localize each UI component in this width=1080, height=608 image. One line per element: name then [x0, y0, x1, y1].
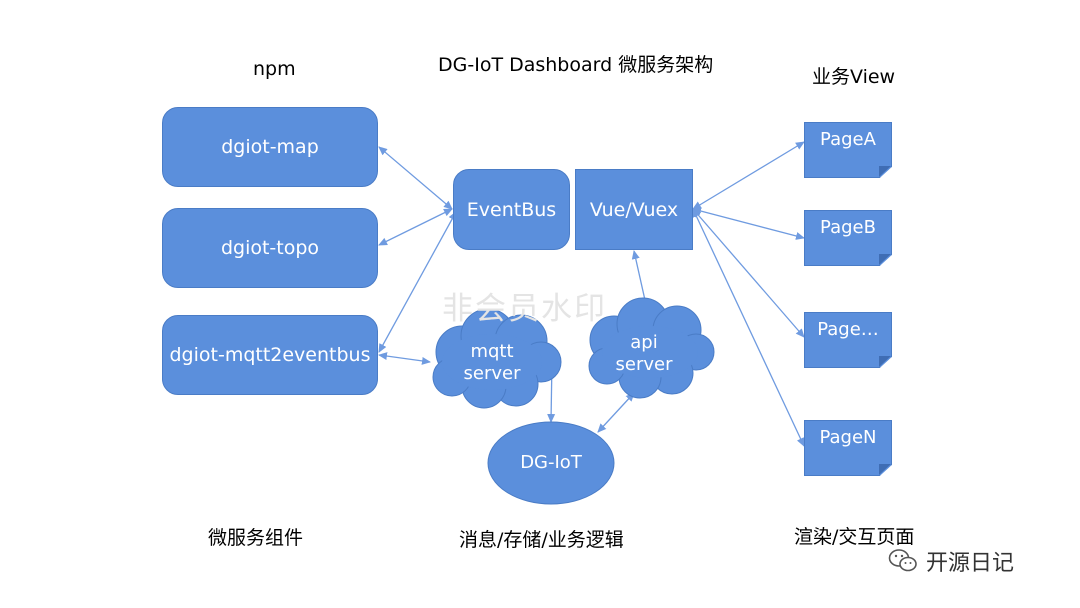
eventbus-node: EventBus	[453, 169, 570, 250]
page-n: PageN	[804, 420, 892, 476]
page-ellipsis-fold	[879, 356, 891, 367]
vuex-node: Vue/Vuex	[575, 169, 693, 250]
page-b: PageB	[804, 210, 892, 266]
api-server-label-line1: api	[630, 332, 658, 353]
arrow-vuex-pagex	[692, 208, 805, 338]
mqtt-server-label: mqtt server	[452, 341, 532, 385]
brand-name: 开源日记	[926, 551, 1015, 576]
arrow-vuex-pagen	[692, 208, 805, 447]
page-a-label: PageA	[820, 129, 876, 150]
page-b-label: PageB	[820, 217, 876, 238]
page-a: PageA	[804, 122, 892, 178]
api-server-label-line2: server	[615, 354, 673, 375]
arrow-vuex-pageb	[692, 207, 805, 240]
mqtt-server-label-line2: server	[463, 363, 521, 384]
page-ellipsis-label: Page…	[817, 319, 879, 340]
mqtt-server-cloud	[432, 308, 562, 409]
arrow-vuex-pagea	[692, 141, 805, 210]
caption-render-interaction: 渲染/交互页面	[794, 526, 915, 548]
npm-dgiot-mqtt2eventbus: dgiot-mqtt2eventbus	[162, 315, 378, 395]
watermark: 非会员水印	[442, 291, 607, 327]
diagram-title: DG-IoT Dashboard 微服务架构	[438, 54, 714, 76]
arrow-mqtt2eventbus-eventbus	[378, 211, 457, 353]
npm-dgiot-topo: dgiot-topo	[162, 208, 378, 288]
arrow-map-eventbus	[378, 146, 453, 210]
page-b-fold	[879, 254, 891, 265]
api-server-cloud	[588, 297, 715, 399]
page-ellipsis: Page…	[804, 312, 892, 368]
arrow-apiserver-dgiot	[597, 392, 635, 433]
dgiot-core-label: DG-IoT	[520, 452, 582, 473]
npm-header: npm	[253, 58, 296, 80]
page-n-label: PageN	[819, 427, 877, 448]
npm-dgiot-map: dgiot-map	[162, 107, 378, 187]
wechat-icon	[888, 549, 917, 572]
brand-footer: 开源日记	[888, 545, 1014, 577]
mqtt-server-label-line1: mqtt	[470, 341, 514, 362]
page-n-fold	[879, 464, 891, 475]
api-server-label: api server	[604, 332, 684, 376]
caption-microservice-components: 微服务组件	[208, 527, 304, 549]
caption-message-storage-logic: 消息/存储/业务逻辑	[459, 529, 624, 551]
view-header: 业务View	[812, 66, 896, 88]
dgiot-core-ellipse	[487, 421, 615, 505]
page-a-fold	[879, 166, 891, 177]
arrow-mqtt2eventbus-mqttserver	[378, 352, 431, 365]
